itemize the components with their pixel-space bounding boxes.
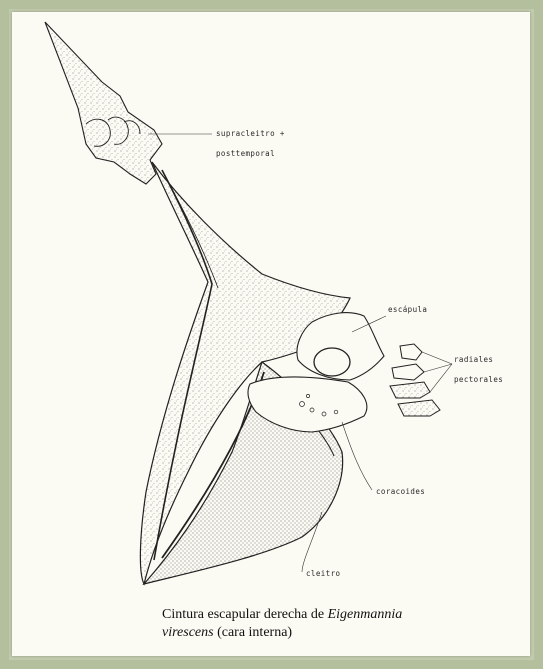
caption-text-end: (cara interna) (214, 625, 293, 640)
radiales-pectorales-bones (390, 344, 440, 416)
label-cleitro: cleitro (306, 569, 340, 578)
label-radiales: radiales (454, 355, 493, 364)
escapula-foramen (314, 348, 350, 376)
scapular-girdle-illustration: supracleitro + posttemporal escápula rad… (12, 12, 530, 656)
label-coracoides: coracoides (376, 487, 425, 496)
caption-text-start: Cintura escapular derecha de (162, 607, 328, 622)
caption-species: virescens (162, 625, 214, 640)
label-escapula: escápula (388, 305, 427, 314)
label-posttemporal: posttemporal (216, 149, 275, 158)
supracleitro-posttemporal-bone (45, 22, 162, 184)
caption-genus: Eigenmannia (328, 607, 403, 622)
figure-caption: Cintura escapular derecha de Eigenmannia… (162, 606, 502, 642)
label-supracleitro: supracleitro + (216, 129, 285, 138)
label-pectorales: pectorales (454, 375, 503, 384)
